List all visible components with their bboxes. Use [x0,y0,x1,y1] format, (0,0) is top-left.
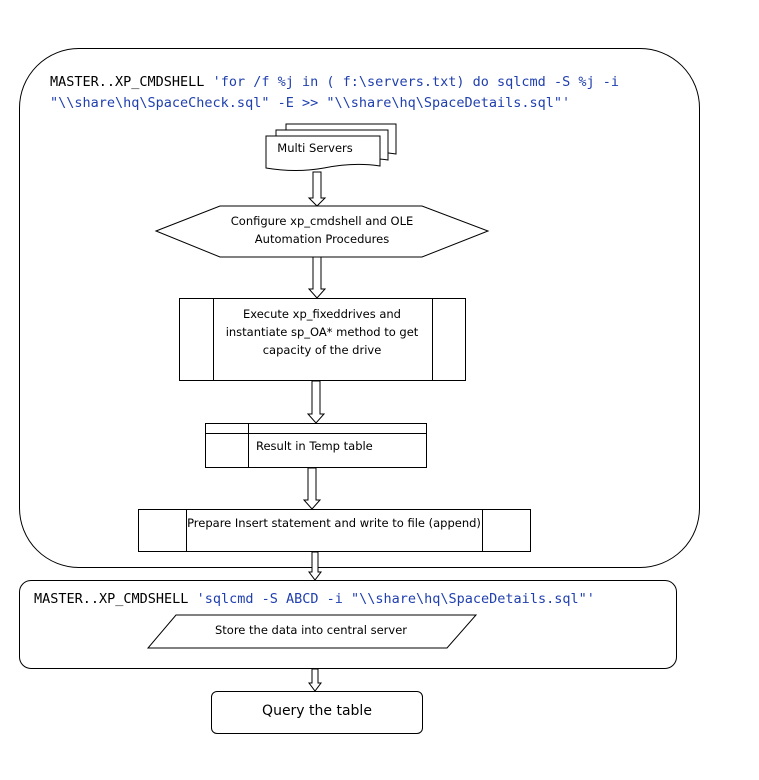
result-label: Result in Temp table [256,439,373,453]
arrows [302,171,327,692]
prepare-left-bar [186,510,187,551]
configure-label-line-1: Configure xp_cmdshell and OLE [200,212,444,230]
command-args-3: 'sqlcmd -S ABCD -i "\\share\hq\SpaceDeta… [196,591,595,607]
command-line-3: MASTER..XP_CMDSHELL 'sqlcmd -S ABCD -i "… [34,589,595,609]
result-table-box [205,423,427,468]
central-server-container [19,580,677,669]
store-label: Store the data into central server [214,623,408,637]
command-line-1: MASTER..XP_CMDSHELL 'for /f %j in ( f:\s… [50,72,619,92]
configure-label: Configure xp_cmdshell and OLE Automation… [200,212,444,248]
query-label: Query the table [262,703,372,719]
store-parallelogram-shape [146,614,478,649]
execute-label-line-2: instantiate sp_OA* method to get [225,325,419,339]
result-table-divider [248,424,249,467]
command-args-2: "\\share\hq\SpaceCheck.sql" -E >> "\\sha… [50,95,571,111]
execute-label: Execute xp_fixeddrives and instantiate s… [212,305,432,359]
command-line-2: "\\share\hq\SpaceCheck.sql" -E >> "\\sha… [50,93,570,113]
query-table-box: Query the table [211,691,423,734]
command-keyword-1: MASTER..XP_CMDSHELL [50,74,205,90]
prepare-label: Prepare Insert statement and write to fi… [187,516,481,530]
configure-label-line-2: Automation Procedures [254,232,390,246]
multi-servers-label: Multi Servers [277,141,353,155]
command-args-1: 'for /f %j in ( f:\servers.txt) do sqlcm… [212,74,619,90]
prepare-right-bar [482,510,483,551]
execute-left-bar [213,299,214,380]
outer-process-container [19,48,700,568]
execute-process-box [179,298,466,381]
multi-servers-document-shape [265,123,397,171]
execute-label-line-3: capacity of the drive [262,343,382,357]
configure-hexagon-shape [154,205,490,258]
result-table-header-line [206,433,426,434]
prepare-process-box [138,509,531,552]
configure-line1-text: Configure xp_cmdshell and OLE [230,214,414,228]
command-keyword-2: MASTER..XP_CMDSHELL [34,591,189,607]
execute-right-bar [432,299,433,380]
execute-label-line-1: Execute xp_fixeddrives and [243,307,401,321]
